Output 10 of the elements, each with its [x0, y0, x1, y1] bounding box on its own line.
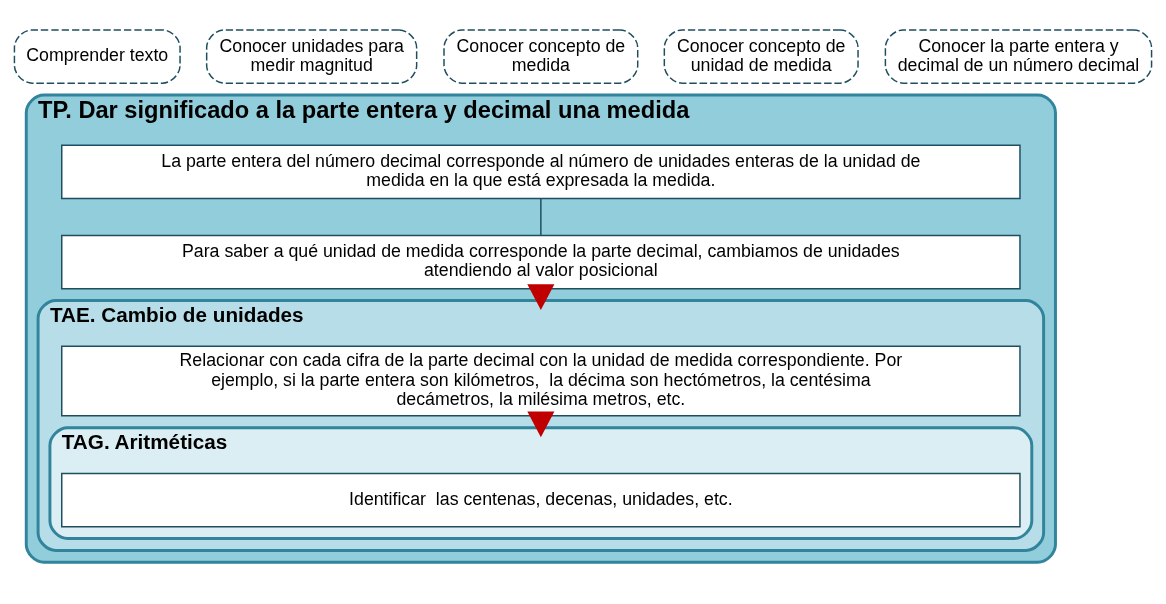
arrow [527, 284, 555, 311]
connector [540, 197, 542, 236]
node-box: Conocer la parte entera y decimal de un número decimal [884, 29, 1153, 84]
node-box: La parte entera del número decimal corresponde al número de unidades enteras de la unidad de medida en la que está expresada la medida. [61, 144, 1021, 200]
node-box: Identificar las centenas, decenas, unidades, etc. [61, 472, 1021, 528]
node-box: Conocer concepto de unidad de medida [663, 29, 859, 84]
node-box: Conocer concepto de medida [443, 29, 639, 84]
node-box: Conocer unidades para medir magnitud [205, 29, 418, 84]
node-box: Comprender texto [13, 29, 181, 84]
arrow [527, 411, 555, 438]
